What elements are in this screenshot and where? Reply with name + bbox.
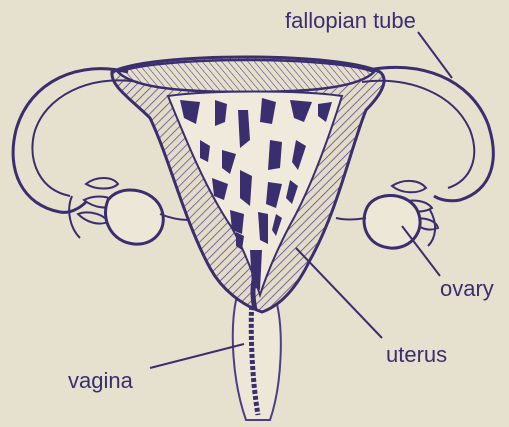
label-vagina: vagina bbox=[68, 368, 134, 393]
label-uterus: uterus bbox=[386, 342, 447, 367]
cervical-canal bbox=[253, 280, 255, 310]
label-fallopian-tube: fallopian tube bbox=[285, 8, 416, 33]
uterus-fundus bbox=[118, 60, 374, 92]
label-ovary: ovary bbox=[440, 276, 494, 301]
left-ovary bbox=[106, 190, 164, 244]
